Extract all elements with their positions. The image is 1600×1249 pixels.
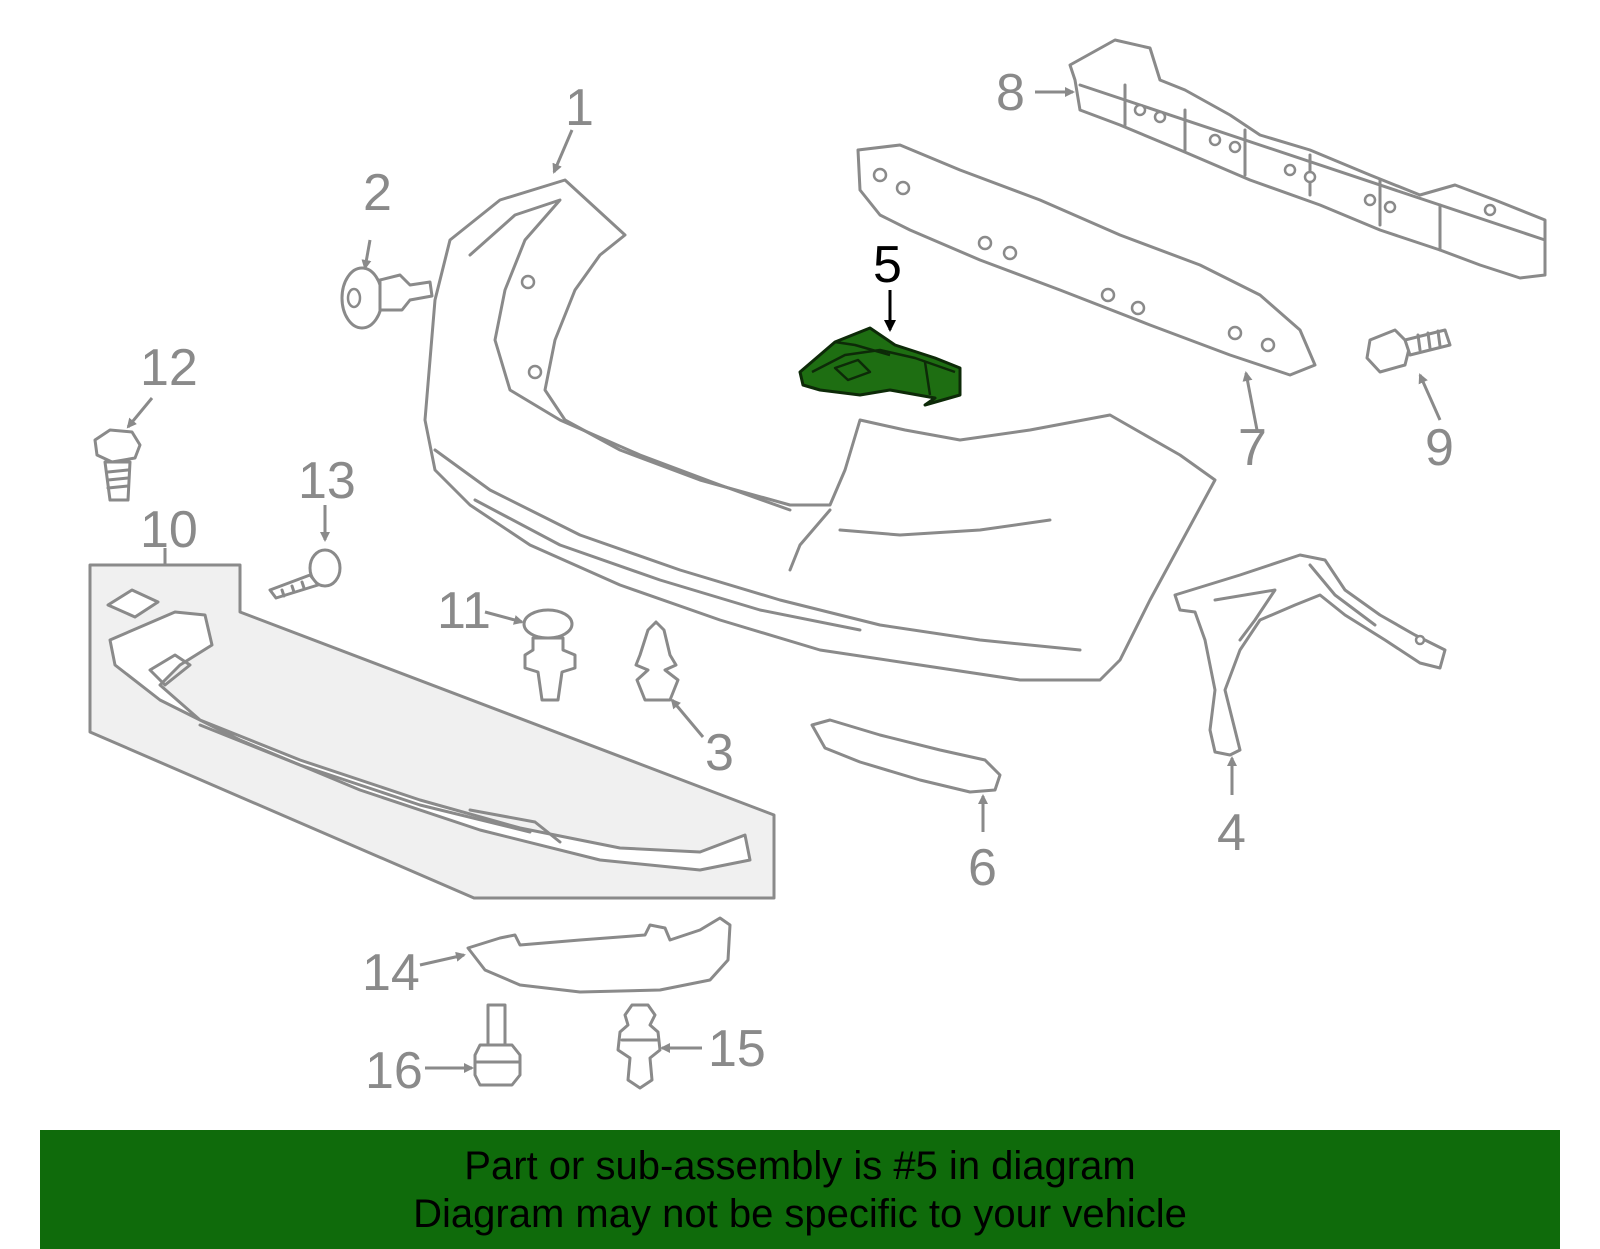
info-banner: Part or sub-assembly is #5 in diagram Di… xyxy=(40,1130,1560,1249)
callout-5-label: 5 xyxy=(873,236,902,294)
callout-14-leader xyxy=(419,951,466,967)
callout-10-label: 10 xyxy=(140,501,198,559)
callout-2-label: 2 xyxy=(363,164,392,222)
part-3-clip[interactable] xyxy=(634,620,680,702)
callout-16-label: 16 xyxy=(365,1042,423,1100)
callout-3-leader xyxy=(670,698,705,738)
part-4-side-bracket[interactable] xyxy=(1173,553,1447,757)
part-1-bumper-cover[interactable] xyxy=(423,178,1217,682)
part-6-reflector[interactable] xyxy=(810,718,1002,794)
callout-9-leader xyxy=(1418,373,1442,421)
part-15-clip[interactable] xyxy=(616,1003,662,1090)
callout-11-label: 11 xyxy=(437,582,491,640)
callout-12-leader xyxy=(126,397,154,429)
part-8-absorber[interactable] xyxy=(1068,38,1547,280)
callout-9-label: 9 xyxy=(1425,419,1454,477)
callout-11-leader xyxy=(484,610,524,625)
callout-1-label: 1 xyxy=(565,79,594,137)
callout-7-label: 7 xyxy=(1238,419,1267,477)
callout-6-label: 6 xyxy=(968,839,997,897)
part-5-bracket-highlighted[interactable] xyxy=(798,326,962,407)
callout-8-label: 8 xyxy=(996,64,1025,122)
part-12-bolt[interactable] xyxy=(93,428,142,502)
callout-3-label: 3 xyxy=(705,724,734,782)
part-11-clip[interactable] xyxy=(522,608,577,702)
callout-12-label: 12 xyxy=(140,339,198,397)
callout-15-label: 15 xyxy=(708,1020,766,1078)
callout-13-label: 13 xyxy=(298,452,356,510)
callout-1-leader xyxy=(552,129,574,174)
callout-14-label: 14 xyxy=(362,944,420,1002)
callout-2-leader xyxy=(361,239,372,270)
callout-4-label: 4 xyxy=(1217,804,1246,862)
part-14-garnish[interactable] xyxy=(466,916,732,994)
part-7-beam[interactable] xyxy=(856,143,1317,377)
banner-line-disclaimer: Diagram may not be specific to your vehi… xyxy=(413,1192,1187,1236)
part-9-bolt[interactable] xyxy=(1365,328,1452,374)
part-2-clip[interactable] xyxy=(340,266,434,330)
part-16-bolt[interactable] xyxy=(473,1003,522,1087)
part-13-screw[interactable] xyxy=(268,548,342,600)
part-10-lower-garnish[interactable] xyxy=(88,563,776,900)
callout-7-leader xyxy=(1242,371,1259,431)
banner-line-part-number: Part or sub-assembly is #5 in diagram xyxy=(464,1144,1136,1188)
